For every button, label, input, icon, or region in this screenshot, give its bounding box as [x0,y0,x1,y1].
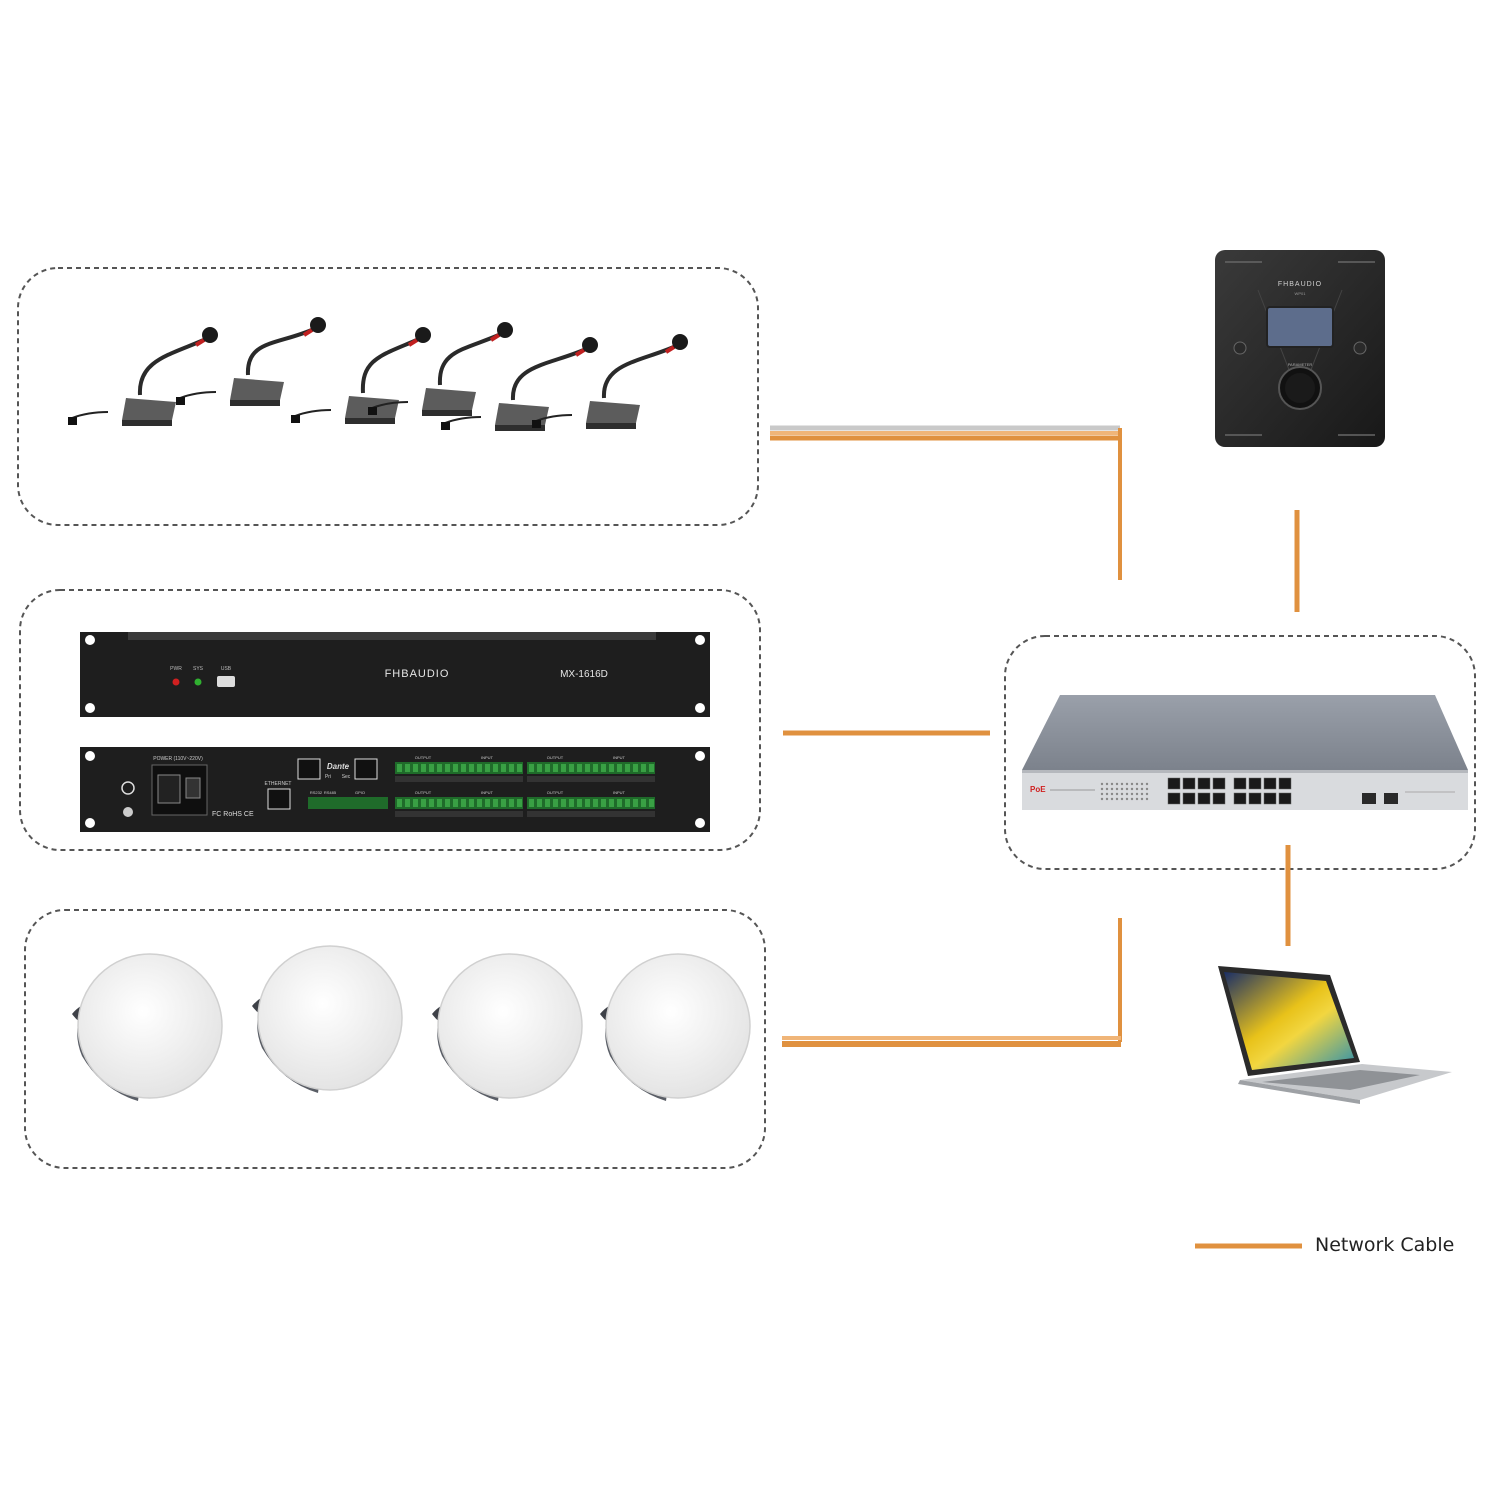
switch-port-icon [1248,792,1262,805]
switch-group-box [1004,635,1476,870]
switch-port-icon [1197,777,1211,790]
panel-brand: FHBAUDIO [1278,281,1322,288]
switch-port-icon [1212,792,1226,805]
panel-model: WP01 [1295,291,1307,296]
output-label: OUTPUT [547,755,564,760]
speaker-group-box [24,909,766,1169]
switch-port-icon [1233,792,1247,805]
switch-port-grid [1167,777,1292,805]
gpio-terminal [308,797,388,809]
ethernet-label: ETHERNET [265,781,292,787]
sfp-port-2-icon [1384,793,1398,804]
front-indicator-pwr-label: PWR [170,666,182,672]
ground-icon [121,781,135,795]
network-cables [770,425,1300,1047]
switch-port-icon [1263,792,1277,805]
rs485-label: RS485 [324,790,337,795]
terminal-bank: OUTPUT INPUT [527,755,655,782]
rs232-label: RS232 [310,790,323,795]
microphone-group-box [17,267,759,526]
panel-screw-right-icon [1353,341,1367,355]
input-label: INPUT [613,755,626,760]
wall-control-panel: FHBAUDIO WP01 PARAMETER [1215,250,1385,447]
dante-logo: Dante [327,762,350,771]
switch-status-leds [1100,782,1149,801]
ceiling-speaker-row [72,945,751,1101]
input-label: INPUT [481,755,494,760]
switch-port-icon [1197,792,1211,805]
panel-ring-label: PARAMETER [1288,362,1313,367]
network-switch: PoE [1022,695,1468,810]
switch-port-icon [1212,777,1226,790]
terminal-bank: OUTPUT INPUT [395,755,523,782]
switch-port-icon [1263,777,1277,790]
sys-led-icon [194,678,202,686]
input-label: INPUT [481,790,494,795]
ceiling-speaker-icon [600,953,751,1101]
switch-port-icon [1167,792,1181,805]
terminal-bank: OUTPUT INPUT [395,790,523,817]
switch-port-icon [1182,792,1196,805]
gpio-label: GPIO [355,790,365,795]
ceiling-speaker-icon [72,953,223,1101]
output-label: OUTPUT [415,790,432,795]
pwr-led-icon [172,678,180,686]
dante-sec-label: Sec [342,774,351,780]
legend-network-cable-label: Network Cable [1315,1234,1455,1256]
gooseneck-microphone-icon [532,334,688,429]
gooseneck-microphone-icon [68,327,218,426]
panel-display [1266,306,1334,348]
gooseneck-microphone-icon [441,337,598,431]
processor-model: MX-1616D [560,669,608,680]
dante-pri-label: Pri [325,774,331,780]
gooseneck-microphone-icon [291,327,431,424]
ground-screw-icon [123,807,133,817]
dante-pri-port-icon [297,758,321,780]
switch-port-icon [1248,777,1262,790]
sfp-port-1-icon [1362,793,1376,804]
ethernet-port-icon [267,788,291,810]
panel-screw-left-icon [1233,341,1247,355]
switch-port-icon [1233,777,1247,790]
terminal-blocks: OUTPUT INPUT OUTPUT INPUT OUTPUT INPUT OUTPUT I… [308,755,655,817]
switch-port-icon [1182,777,1196,790]
power-label: POWER (110V~220V) [153,756,203,762]
output-label: OUTPUT [415,755,432,760]
laptop-icon [1218,966,1452,1104]
switch-port-icon [1278,777,1292,790]
processor-rear-panel: POWER (110V~220V) FC RoHS CE ETHERNET Da… [80,747,710,832]
front-indicator-sys-label: SYS [193,666,204,672]
input-label: INPUT [613,790,626,795]
front-indicator-usb-label: USB [221,666,232,672]
processor-front-panel: PWR SYS USB FHBAUDIO MX-1616D [80,632,710,717]
gooseneck-microphone-icon [368,322,513,416]
gooseneck-microphone-icon [176,317,326,406]
dante-sec-port-icon [354,758,378,780]
terminal-bank: OUTPUT INPUT [527,790,655,817]
processor-brand-front: FHBAUDIO [385,668,450,680]
cert-marks: FC RoHS CE [212,811,254,818]
processor-group-box [19,589,761,851]
output-label: OUTPUT [547,790,564,795]
switch-port-icon [1167,777,1181,790]
microphone-row [68,317,688,431]
poe-badge: PoE [1030,785,1046,794]
usb-port-icon [217,676,235,687]
ceiling-speaker-icon [252,945,403,1093]
switch-port-icon [1278,792,1292,805]
ceiling-speaker-icon [432,953,583,1101]
